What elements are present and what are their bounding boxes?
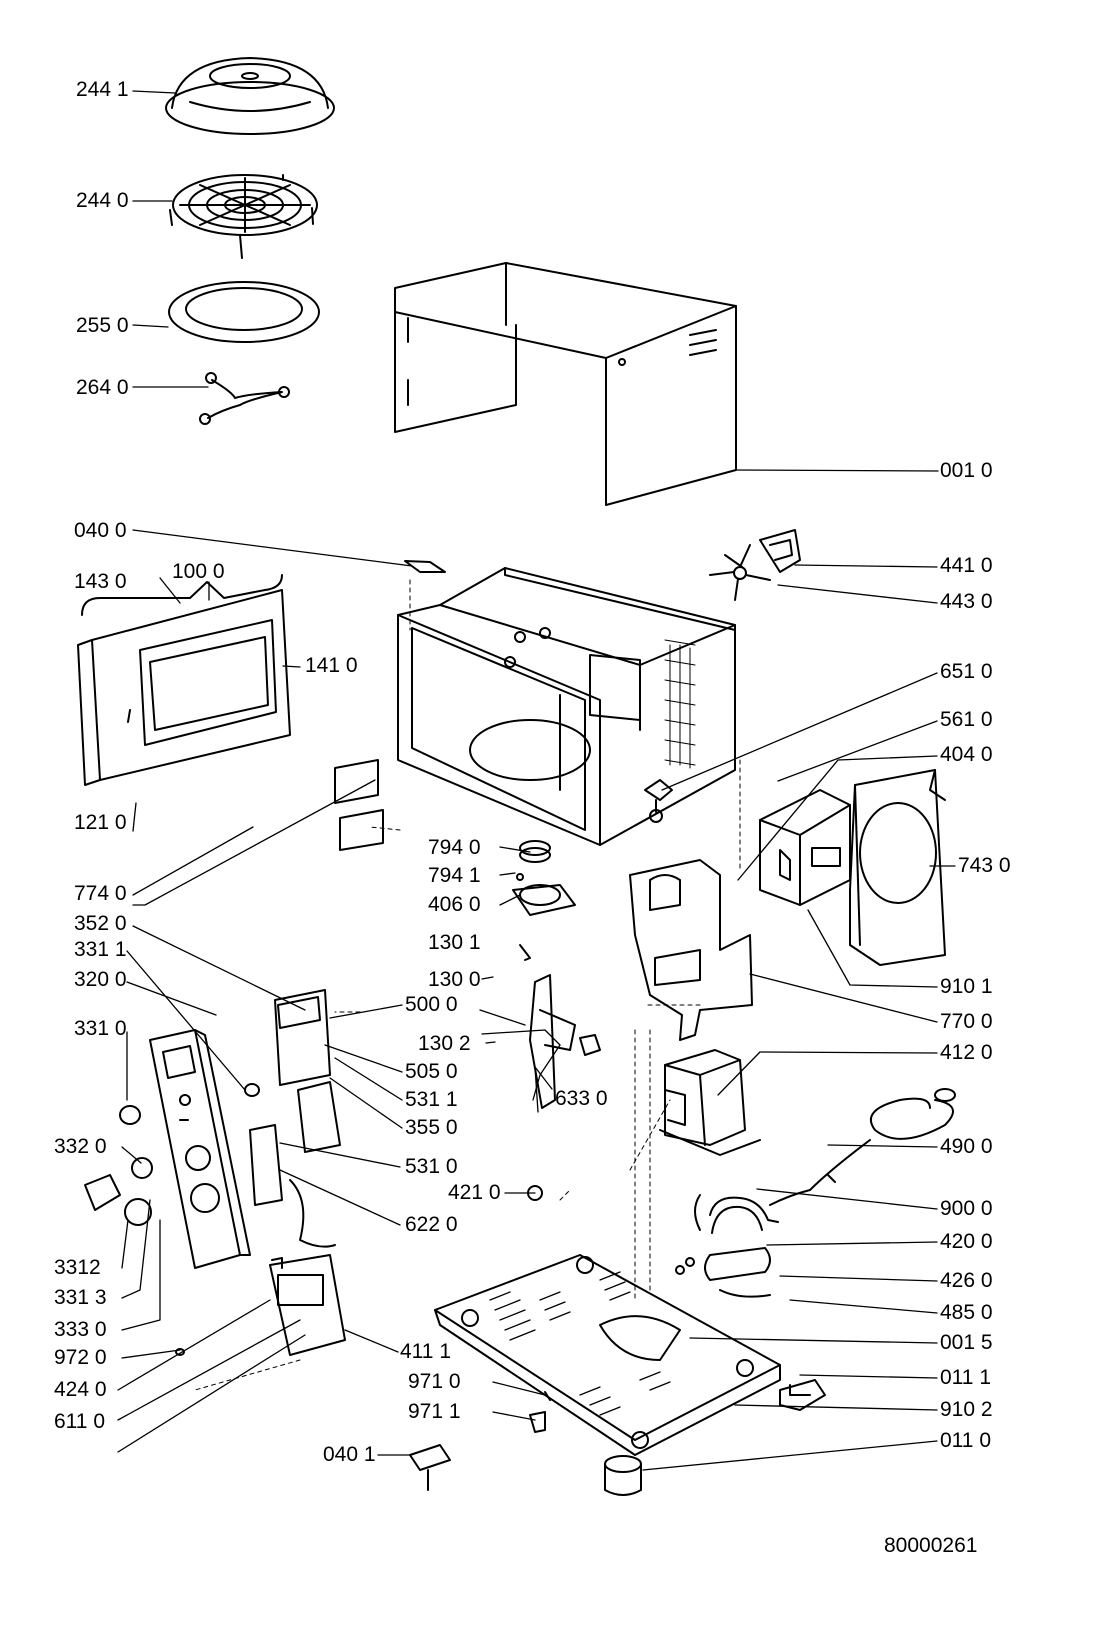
- label-561-0: 561 0: [940, 708, 993, 731]
- turntable-motor-406-0: [512, 840, 576, 916]
- label-121-0: 121 0: [74, 811, 127, 834]
- transformer-412-0: [659, 1049, 761, 1156]
- label-406-0: 406 0: [428, 893, 481, 916]
- hinge-040-0: [404, 560, 446, 573]
- mica-cover-774-0: [334, 759, 384, 851]
- label-651-0: 651 0: [940, 660, 993, 683]
- label-443-0: 443 0: [940, 590, 993, 613]
- label-505-0: 505 0: [405, 1060, 458, 1083]
- label-972-0: 972 0: [54, 1346, 107, 1369]
- foot-011-1: [779, 1379, 826, 1411]
- label-001-0: 001 0: [940, 459, 993, 482]
- label-424-0: 424 0: [54, 1378, 107, 1401]
- label-971-1: 971 1: [408, 1400, 461, 1423]
- label-420-0: 420 0: [940, 1230, 993, 1253]
- label-611-0: 611 0: [54, 1410, 105, 1433]
- assembly-lines: [194, 579, 741, 1391]
- air-guide-770-0: [629, 859, 753, 1041]
- document-number: 80000261: [884, 1534, 978, 1557]
- leader-lines: [117, 90, 956, 1471]
- label-255-0: 255 0: [76, 314, 129, 337]
- label-485-0: 485 0: [940, 1301, 993, 1324]
- label-264-0: 264 0: [76, 376, 129, 399]
- glass-plate-255-0: [168, 281, 320, 343]
- label-743-0: 743 0: [958, 854, 1011, 877]
- label-040-1: 040 1: [323, 1443, 376, 1466]
- fan-443-0: [709, 529, 801, 601]
- label-531-1: 531 1: [405, 1088, 458, 1111]
- label-130-0: 130 0: [428, 968, 481, 991]
- bracket-651-0: [519, 779, 673, 1109]
- power-cord-490-0: [769, 1088, 956, 1206]
- oven-cavity: [397, 567, 736, 846]
- label-244-1: 244 1: [76, 78, 129, 101]
- label-404-0: 404 0: [940, 743, 993, 766]
- knobs: [84, 1083, 260, 1226]
- label-001-5: 001 5: [940, 1331, 993, 1354]
- foot-011-0: [604, 1455, 642, 1496]
- control-panel-320-0: [149, 1029, 251, 1269]
- label-130-1: 130 1: [428, 931, 481, 954]
- small-parts: [175, 1185, 695, 1491]
- label-411-1: 411 1: [400, 1340, 451, 1363]
- magnetron-404-0: [759, 789, 851, 906]
- label-352-0: 352 0: [74, 912, 127, 935]
- label-412-0: 412 0: [940, 1041, 993, 1064]
- label-910-2: 910 2: [940, 1398, 993, 1421]
- label-774-0: 774 0: [74, 882, 127, 905]
- label-500-0: 500 0: [405, 993, 458, 1016]
- label-040-0: 040 0: [74, 519, 127, 542]
- label-971-0: 971 0: [408, 1370, 461, 1393]
- label-794-1: 794 1: [428, 864, 481, 887]
- roller-support-264-0: [199, 372, 290, 425]
- label-421-0: 421 0: [448, 1181, 501, 1204]
- label-244-0: 244 0: [76, 189, 129, 212]
- label-633-0: 633 0: [555, 1087, 608, 1110]
- label-622-0: 622 0: [405, 1213, 458, 1236]
- label-320-0: 320 0: [74, 968, 127, 991]
- label-011-1: 011 1: [940, 1366, 991, 1389]
- dome-cover-244-1: [165, 57, 335, 135]
- fan-duct-743-0: [849, 769, 946, 966]
- capacitor-420-0: [694, 1194, 779, 1298]
- label-531-0: 531 0: [405, 1155, 458, 1178]
- label-130-2: 130 2: [418, 1032, 471, 1055]
- label-331-1: 331 1: [74, 938, 127, 961]
- base-plate-001-5: [434, 1254, 781, 1456]
- door-100-0: [77, 574, 291, 786]
- label-770-0: 770 0: [940, 1010, 993, 1033]
- control-board-500-0: [249, 989, 341, 1248]
- label-332-0: 332 0: [54, 1135, 107, 1158]
- label-355-0: 355 0: [405, 1116, 458, 1139]
- outer-casing-001-0: [394, 262, 737, 506]
- label-910-1: 910 1: [940, 975, 993, 998]
- label-141-0: 141 0: [305, 654, 358, 677]
- label-441-0: 441 0: [940, 554, 993, 577]
- label-3312: 3312: [54, 1256, 101, 1279]
- label-794-0: 794 0: [428, 836, 481, 859]
- label-331-0: 331 0: [74, 1017, 127, 1040]
- label-426-0: 426 0: [940, 1269, 993, 1292]
- label-333-0: 333 0: [54, 1318, 107, 1341]
- grill-rack-244-0: [169, 174, 318, 259]
- label-011-0: 011 0: [940, 1429, 991, 1452]
- label-143-0: 143 0: [74, 570, 127, 593]
- label-100-0: 100 0: [172, 560, 225, 583]
- label-331-3: 331 3: [54, 1286, 107, 1309]
- relay-board-411-1: [269, 1254, 346, 1356]
- label-490-0: 490 0: [940, 1135, 993, 1158]
- label-900-0: 900 0: [940, 1197, 993, 1220]
